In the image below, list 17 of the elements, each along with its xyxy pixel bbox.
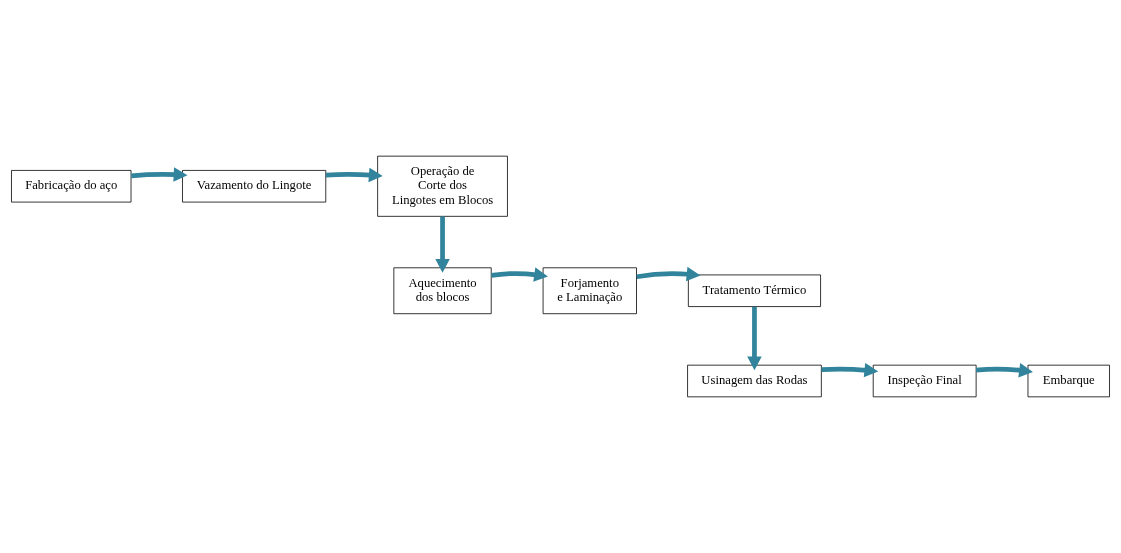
node-box: Forjamento e Laminação <box>542 267 637 315</box>
arrow <box>747 306 762 371</box>
node-box: Vazamento do Lingote <box>182 170 327 203</box>
node-box: Operação de Corte dos Lingotes em Blocos <box>377 155 508 217</box>
node-box: Inspeção Final <box>872 364 977 398</box>
node-box: Fabricação do aço <box>11 170 132 203</box>
node-box: Aquecimento dos blocos <box>393 267 492 315</box>
arrow <box>491 267 548 282</box>
node-box: Tratamento Térmico <box>687 274 821 307</box>
arrow <box>435 216 450 273</box>
arrow <box>131 167 188 182</box>
arrow <box>325 167 383 183</box>
node-box: Usinagem das Rodas <box>687 364 822 398</box>
arrow <box>636 266 701 282</box>
arrow <box>821 362 879 378</box>
node-box: Embarque <box>1027 364 1110 398</box>
arrow <box>975 363 1033 378</box>
